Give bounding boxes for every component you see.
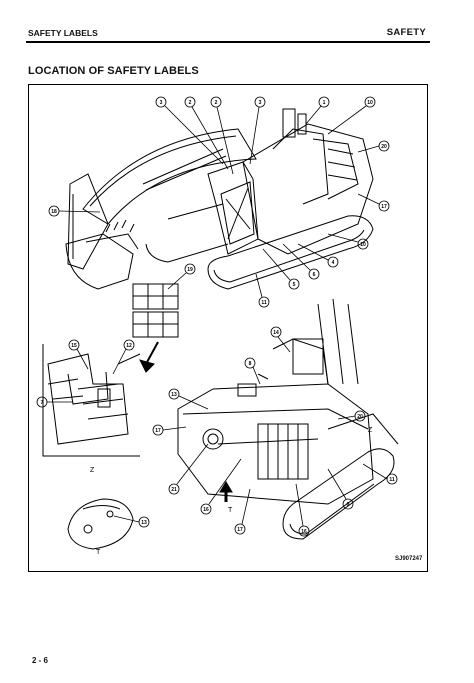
callout-num: 3 xyxy=(160,100,163,106)
callout-num: 17 xyxy=(381,204,387,210)
callout-11b xyxy=(362,463,398,485)
callout-14 xyxy=(270,326,291,353)
excavator-safety-label-diagram: 3 2 2 3 1 10 20 17 18 10 4 6 5 11 19 15 … xyxy=(36,96,399,556)
callout-num: 17 xyxy=(237,527,243,533)
callout-11a xyxy=(255,273,270,308)
callout-num: 16 xyxy=(203,507,209,513)
callout-num: 11 xyxy=(261,300,267,306)
callout-num: 9 xyxy=(347,502,350,508)
header-section-label: SAFETY LABELS xyxy=(28,28,98,38)
z-mark-label: Z xyxy=(368,427,373,434)
header-chapter-label: SAFETY xyxy=(386,27,426,38)
callout-15 xyxy=(68,339,89,370)
callout-num: 2 xyxy=(215,100,218,106)
callout-num: 21 xyxy=(171,487,177,493)
callout-num: 3 xyxy=(259,100,262,106)
z-detail-view xyxy=(42,344,141,457)
callout-8 xyxy=(244,357,261,385)
z-view-label: Z xyxy=(90,467,95,474)
callout-num: 20 xyxy=(381,144,387,150)
callout-9 xyxy=(327,468,354,510)
callout-num: 1 xyxy=(323,100,326,106)
callout-13a xyxy=(168,388,209,410)
callout-num: 6 xyxy=(313,272,316,278)
callout-num: 15 xyxy=(71,343,77,349)
callout-20a xyxy=(357,140,390,153)
callout-num: 10 xyxy=(360,242,366,248)
callout-num: 8 xyxy=(249,361,252,367)
callout-num: 2 xyxy=(189,100,192,106)
callout-19 xyxy=(167,263,196,290)
callout-num: 12 xyxy=(126,343,132,349)
callout-20b xyxy=(337,410,366,422)
callout-17b xyxy=(152,424,187,436)
callout-num: 18 xyxy=(51,209,57,215)
callout-num: 13 xyxy=(171,392,177,398)
callout-num: 17 xyxy=(155,428,161,434)
callout-10b xyxy=(327,233,369,250)
figure-frame xyxy=(28,84,428,572)
header-rule xyxy=(26,41,430,43)
excavator-side-view xyxy=(65,108,374,290)
callout-num: 13 xyxy=(141,520,147,526)
callout-num: 16 xyxy=(301,529,307,535)
callout-num: 14 xyxy=(273,330,279,336)
callout-num: 4 xyxy=(332,260,335,266)
callout-6 xyxy=(282,243,320,280)
callout-num: 11 xyxy=(389,477,395,483)
callout-17c xyxy=(234,488,251,535)
callout-num: 5 xyxy=(293,282,296,288)
t-view-label: T xyxy=(96,549,101,556)
callout-17a xyxy=(357,193,390,212)
callout-3a xyxy=(155,96,224,165)
page-number: 2 - 6 xyxy=(32,656,49,665)
callout-num: 20 xyxy=(357,414,363,420)
callout-21 xyxy=(168,443,209,495)
callout-num: 7 xyxy=(41,400,44,406)
page-title: LOCATION OF SAFETY LABELS xyxy=(28,65,199,77)
view-labels: Z T T Z xyxy=(90,427,373,556)
t-detail-view xyxy=(67,498,134,550)
callout-num: 10 xyxy=(367,100,373,106)
callout-18 xyxy=(48,205,101,217)
label-plate-insert xyxy=(132,283,179,373)
excavator-rear-view xyxy=(177,298,399,540)
callout-12 xyxy=(112,339,135,375)
callout-4 xyxy=(297,243,339,268)
t-arrow-label: T xyxy=(228,507,233,514)
callout-13b xyxy=(113,515,150,528)
callout-10a xyxy=(327,96,376,135)
callout-16b xyxy=(295,483,310,537)
callout-3b xyxy=(249,96,266,165)
callout-5 xyxy=(262,248,300,290)
figure-code: SJ907247 xyxy=(395,556,423,562)
callout-7a xyxy=(36,396,73,408)
callout-1 xyxy=(305,96,330,125)
callout-num: 19 xyxy=(187,267,193,273)
callouts xyxy=(36,96,398,537)
callout-2b xyxy=(210,96,234,175)
callout-numbers: 3 2 2 3 1 10 20 17 18 10 4 6 5 11 19 15 … xyxy=(41,100,395,535)
callout-16a xyxy=(200,458,242,515)
callout-2a xyxy=(184,96,229,170)
